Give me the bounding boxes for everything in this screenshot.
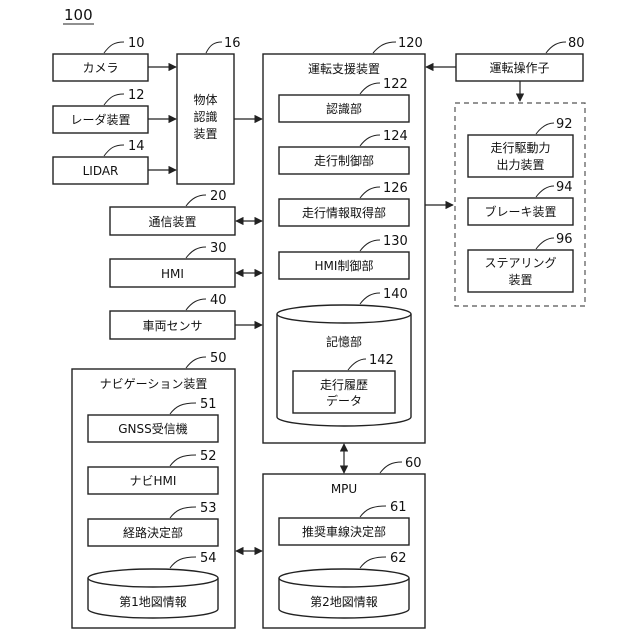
brake-leader [536, 186, 554, 197]
object-recognition-block: 物体 認識 装置 16 [177, 36, 241, 184]
camera-label: カメラ [82, 61, 118, 75]
recommended-lane-label: 推奨車線決定部 [302, 524, 386, 539]
travel-history-ref: 142 [369, 353, 394, 368]
navigation-leader [186, 357, 206, 368]
lidar-leader [104, 145, 124, 156]
storage-cylinder-top [277, 305, 411, 323]
driving-force-output-ref: 92 [556, 117, 573, 132]
recommended-lane-ref: 61 [390, 500, 407, 515]
communication-label: 通信装置 [148, 215, 196, 229]
gnss-ref: 51 [200, 397, 217, 412]
steering-label-1: ステアリング [484, 256, 556, 270]
travel-control-label: 走行制御部 [314, 153, 374, 168]
driving-support-ref: 120 [398, 36, 423, 51]
lidar-block: LIDAR 14 [53, 139, 148, 184]
driving-operator-label: 運転操作子 [489, 60, 549, 75]
driving-operator-ref: 80 [568, 36, 585, 51]
hmi-ref: 30 [210, 241, 227, 256]
travel-history-label-1: 走行履歴 [320, 378, 368, 392]
second-map-label: 第2地図情報 [310, 595, 378, 609]
mpu-leader [380, 462, 402, 473]
object-recognition-ref: 16 [224, 36, 241, 51]
object-recognition-leader [206, 42, 222, 53]
second-map-cylinder-top [279, 569, 409, 587]
first-map-ref: 54 [200, 551, 217, 566]
camera-ref: 10 [128, 36, 145, 51]
mpu-block: MPU 60 推奨車線決定部 61 第2地図情報 62 [263, 456, 425, 628]
storage-label: 記憶部 [326, 334, 362, 349]
travel-history-label-2: データ [326, 393, 362, 408]
navigation-ref: 50 [210, 351, 227, 366]
first-map-cylinder-top [88, 569, 218, 587]
mpu-ref: 60 [405, 456, 422, 471]
radar-label: レーダ装置 [70, 112, 130, 127]
vehicle-sensor-leader [186, 299, 206, 310]
travel-info-acquisition-ref: 126 [383, 181, 408, 196]
navi-hmi-ref: 52 [200, 449, 217, 464]
recognition-unit-label: 認識部 [326, 101, 362, 116]
navigation-label: ナビゲーション装置 [100, 377, 208, 391]
driving-force-output-label-1: 走行駆動力 [490, 141, 550, 155]
camera-leader [104, 42, 124, 53]
object-recognition-label-1: 物体 [193, 93, 217, 107]
communication-ref: 20 [210, 189, 227, 204]
lidar-label: LIDAR [83, 164, 119, 178]
radar-block: レーダ装置 12 [53, 88, 148, 133]
figure-number: 100 [64, 6, 93, 24]
hmi-control-ref: 130 [383, 234, 408, 249]
steering-ref: 96 [556, 232, 573, 247]
first-map-label: 第1地図情報 [119, 595, 187, 609]
storage-ref: 140 [383, 287, 408, 302]
camera-block: カメラ 10 [53, 36, 148, 81]
radar-leader [104, 94, 124, 105]
recognition-unit-ref: 122 [383, 77, 408, 92]
output-device-group: 走行駆動力 出力装置 92 ブレーキ装置 94 ステアリング 装置 96 [455, 103, 585, 306]
driving-force-output-label-2: 出力装置 [496, 158, 544, 172]
driving-operator-leader [546, 42, 566, 53]
vehicle-sensor-ref: 40 [210, 293, 227, 308]
gnss-label: GNSS受信機 [118, 421, 188, 436]
route-determination-ref: 53 [200, 501, 217, 516]
steering-leader [536, 238, 554, 249]
hmi-control-label: HMI制御部 [315, 258, 374, 273]
driving-support-block: 運転支援装置 120 認識部 122 走行制御部 124 走行情報取得部 126… [263, 36, 425, 443]
route-determination-label: 経路決定部 [123, 525, 183, 540]
radar-ref: 12 [128, 88, 145, 103]
driving-support-label: 運転支援装置 [308, 62, 380, 76]
navigation-block: ナビゲーション装置 50 GNSS受信機 51 ナビHMI 52 経路決定部 5… [72, 351, 235, 628]
hmi-block: HMI 30 [110, 241, 235, 287]
communication-block: 通信装置 20 [110, 189, 235, 235]
brake-label: ブレーキ装置 [484, 204, 556, 219]
communication-leader [186, 195, 206, 206]
brake-ref: 94 [556, 180, 573, 195]
lidar-ref: 14 [128, 139, 145, 154]
hmi-leader [186, 247, 206, 258]
navi-hmi-label: ナビHMI [130, 474, 177, 488]
object-recognition-label-2: 認識 [193, 109, 217, 124]
travel-control-ref: 124 [383, 129, 408, 144]
hmi-label: HMI [161, 267, 184, 281]
object-recognition-label-3: 装置 [193, 127, 217, 141]
travel-info-acquisition-label: 走行情報取得部 [302, 205, 386, 220]
vehicle-sensor-label: 車両センサ [142, 319, 202, 333]
driving-operator-block: 運転操作子 80 [456, 36, 585, 81]
steering-label-2: 装置 [508, 273, 532, 287]
driving-force-output-leader [536, 123, 554, 134]
vehicle-sensor-block: 車両センサ 40 [110, 293, 235, 339]
second-map-ref: 62 [390, 551, 407, 566]
mpu-label: MPU [331, 482, 357, 496]
driving-support-leader [373, 42, 396, 53]
